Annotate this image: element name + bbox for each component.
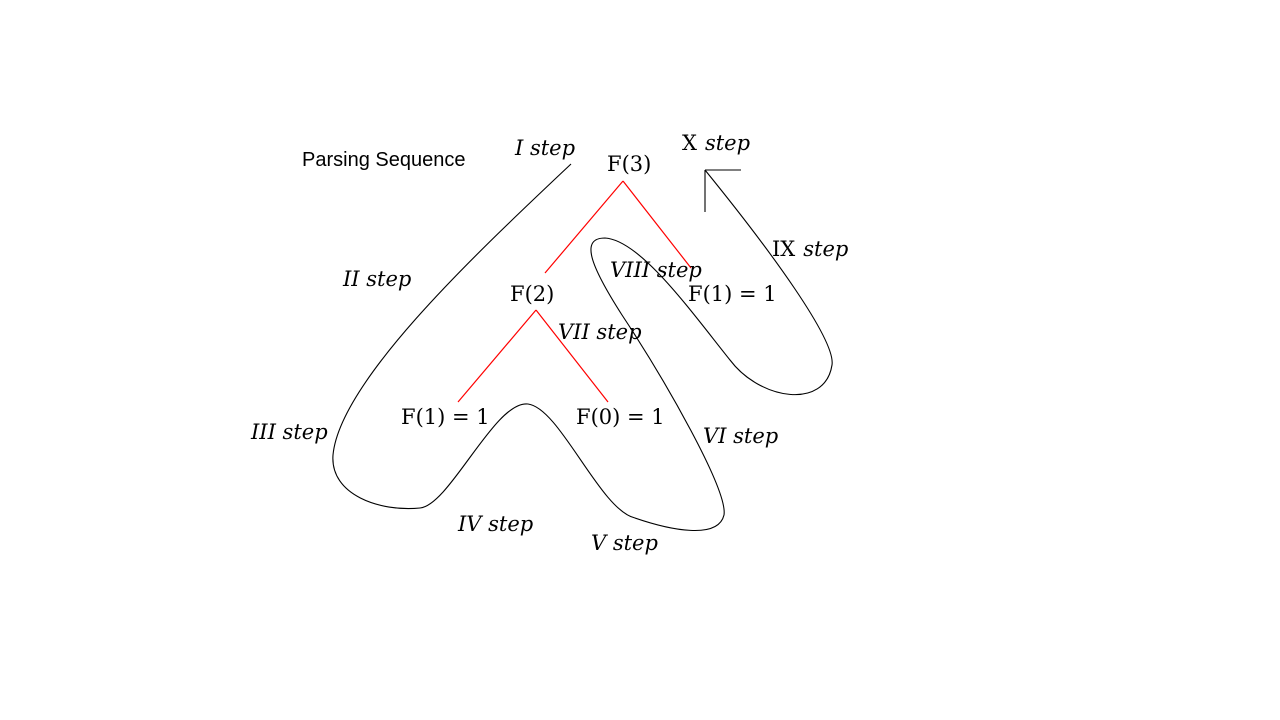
step-label-4: IV step — [457, 512, 533, 536]
step-label-2: II step — [342, 267, 411, 291]
step-label-8: VIII step — [610, 258, 702, 282]
step-label-6: VI step — [703, 424, 778, 448]
traversal-path — [332, 163, 833, 532]
edge-root-right — [622, 180, 692, 269]
tree-edges — [457, 180, 692, 403]
node-left: F(2) — [510, 282, 554, 306]
step-label-1: I step — [514, 136, 575, 160]
node-right: F(1) = 1 — [688, 282, 777, 306]
step-label-7: VII step — [558, 320, 642, 344]
node-root: F(3) — [607, 152, 651, 176]
step-label-9: IX step — [772, 237, 848, 261]
node-left-right: F(0) = 1 — [576, 405, 665, 429]
step-label-9-word: step — [803, 237, 848, 261]
step-label-5: V step — [591, 531, 658, 555]
step-label-9-numeral: IX — [772, 237, 795, 261]
node-left-left: F(1) = 1 — [401, 405, 490, 429]
step-label-10: X step — [682, 131, 750, 155]
step-label-10-numeral: X — [682, 131, 697, 155]
diagram-title: Parsing Sequence — [302, 149, 465, 171]
edge-left-leftright — [535, 309, 609, 403]
path-arrowhead — [704, 169, 741, 212]
step-label-3: III step — [250, 420, 328, 444]
step-label-10-word: step — [705, 131, 750, 155]
edge-left-leftleft — [457, 309, 537, 403]
edge-root-left — [544, 180, 624, 274]
